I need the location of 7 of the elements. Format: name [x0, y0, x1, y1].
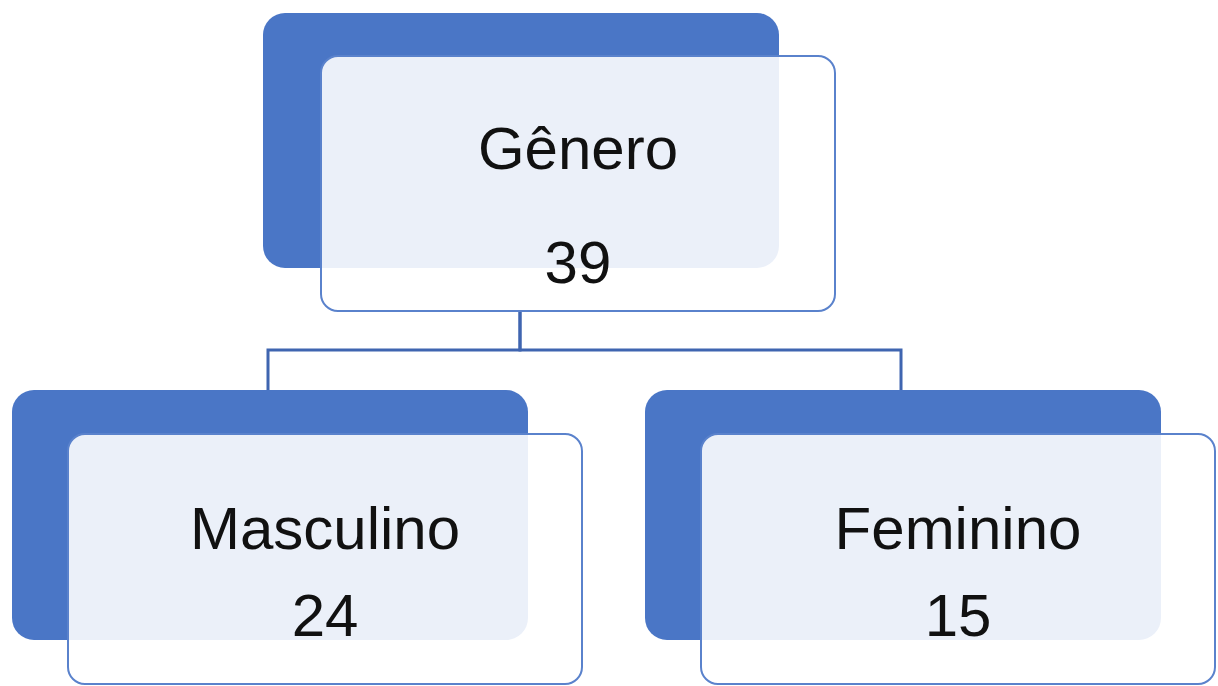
category-box: [67, 433, 583, 685]
category-label: Masculino 24: [189, 494, 461, 651]
category-box: [700, 433, 1216, 685]
category-box: [320, 55, 836, 312]
connector-line: [518, 312, 903, 390]
category-label: Feminino 15: [834, 494, 1082, 651]
category-label: Gênero 39: [477, 114, 679, 298]
